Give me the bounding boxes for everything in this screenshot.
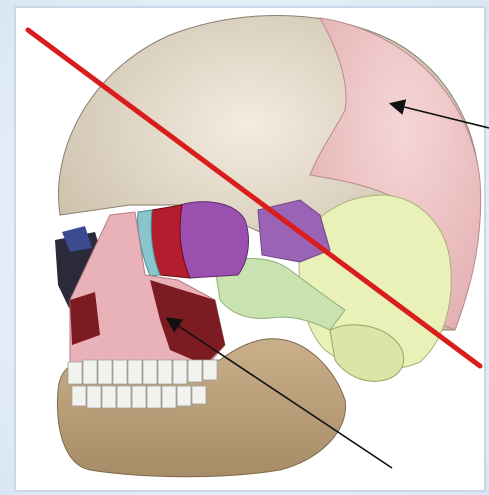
orbit-purple (178, 202, 248, 278)
